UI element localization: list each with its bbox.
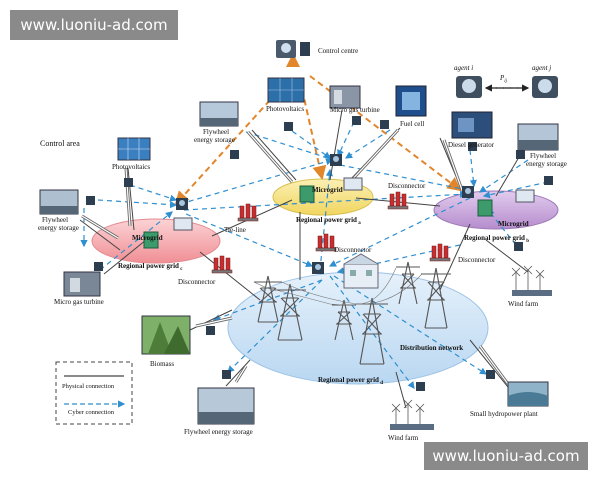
flywheel-bottom-image: [197, 387, 255, 425]
label-flywheel-bottom: Flywheel energy storage: [184, 428, 253, 436]
label-rpg-d: Regional power grid d: [318, 376, 383, 386]
label-biomass: Biomass: [150, 360, 174, 368]
label-micro-gas-turbine-left: Micro gas turbine: [54, 298, 104, 306]
label-agent-i: agent i: [454, 64, 473, 72]
wind-farm-right-icon: [511, 265, 552, 296]
micro-gas-turbine-top-image: [329, 85, 361, 109]
flywheel-left-image: [39, 189, 79, 215]
label-agent-j: agent j: [532, 64, 551, 72]
transformer-icons: [143, 177, 535, 249]
label-disconnector-left: Disconnector: [178, 278, 216, 286]
label-rpg-b: Regional power grid b: [464, 234, 529, 244]
substation-icon: [343, 253, 379, 289]
agent-node-icons: [86, 116, 553, 391]
label-photovoltaics-top: Photovoltaics: [266, 105, 304, 113]
label-disconnector-mid: Disconnector: [334, 246, 372, 254]
label-control-area: Control area: [40, 139, 80, 148]
wind-farm-bottom-icon: [390, 399, 434, 430]
label-pij: Pij: [499, 74, 508, 84]
label-micro-gas-turbine-top: Micro gas turbine: [330, 106, 380, 114]
label-disconnector-lower-right: Disconnector: [458, 256, 496, 264]
label-microgrid-yellow: Microgrid: [312, 186, 343, 194]
legend-box: [55, 361, 133, 425]
photovoltaics-top-image: [267, 77, 305, 103]
biomass-image: [141, 315, 191, 355]
control-centre-icon: [276, 40, 310, 58]
agent-i-icon: [456, 76, 482, 98]
label-rpg-a: Regional power grid a: [296, 216, 361, 226]
disconnector-icons: [211, 191, 451, 274]
label-rpg-c: Regional power grid c: [118, 262, 183, 272]
photovoltaics-left-image: [117, 137, 151, 161]
micro-gas-turbine-left-image: [63, 271, 101, 297]
fuel-cell-image: [395, 85, 427, 117]
label-distribution-network: Distribution network: [400, 344, 463, 352]
label-disconnector-right: Disconnector: [388, 182, 426, 190]
legend-cyber-label: Cyber connection: [68, 409, 115, 416]
small-hydro-image: [507, 381, 549, 407]
flywheel-top-image: [199, 101, 239, 127]
diesel-generator-image: [451, 111, 493, 139]
label-diesel-generator: Diesel generator: [448, 141, 495, 149]
flywheel-right-image: [517, 123, 559, 151]
label-microgrid-pink: Microgrid: [132, 234, 163, 242]
label-control-centre: Control centre: [318, 47, 358, 55]
watermark-top: www.luoniu-ad.com: [10, 10, 178, 40]
label-microgrid-purple: Microgrid: [498, 220, 529, 228]
agent-j-icon: [532, 76, 558, 98]
label-small-hydro: Small hydropower plant: [470, 410, 538, 418]
label-tie-line: Tie-line: [224, 226, 246, 234]
label-wind-farm-bottom: Wind farm: [388, 434, 419, 442]
label-photovoltaics-left: Photovoltaics: [112, 163, 150, 171]
watermark-bottom: www.luoniu-ad.com: [424, 442, 588, 470]
label-fuel-cell: Fuel cell: [400, 120, 424, 128]
purple-microgrid-ellipse: [433, 190, 559, 230]
distribution-ellipse: [227, 271, 489, 385]
label-wind-farm-right: Wind farm: [508, 300, 539, 308]
legend-physical-label: Physical connection: [62, 383, 115, 390]
